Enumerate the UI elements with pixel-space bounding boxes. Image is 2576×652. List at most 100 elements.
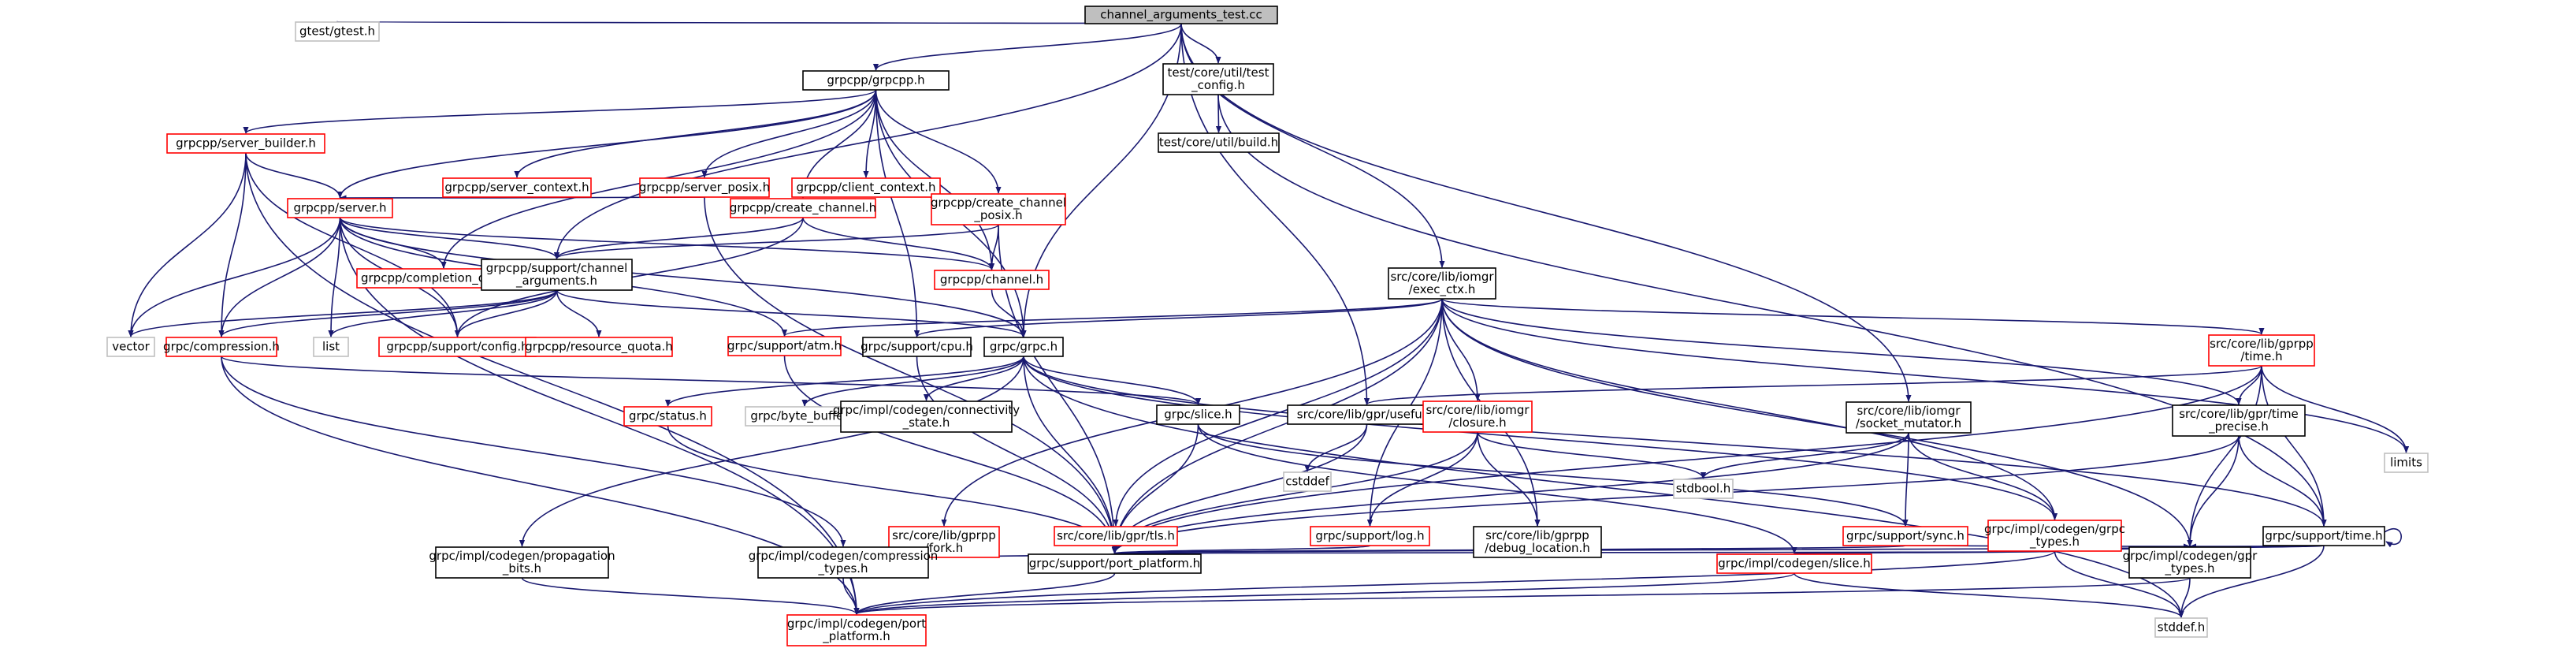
node-label: vector <box>112 340 150 354</box>
node-channel-arguments[interactable]: grpcpp/support/channel_arguments.h <box>481 259 633 291</box>
edge-testconfig-to-support_time <box>1217 94 2327 527</box>
node-box <box>106 337 155 357</box>
node-gprpp-time[interactable]: src/core/lib/gprpp/time.h <box>2208 334 2315 367</box>
node-cstddef[interactable]: cstddef <box>1283 471 1332 492</box>
node-label: grpc/support/port_platform.h <box>1029 557 1200 572</box>
edge-grpcpp-to-cpu <box>875 89 920 337</box>
edge-log-to-port_platform <box>1112 545 1371 554</box>
node-label: src/core/lib/iomgr <box>1426 403 1530 417</box>
node-label: grpc/compression.h <box>163 340 280 354</box>
node-closure[interactable]: src/core/lib/iomgr/closure.h <box>1422 401 1533 433</box>
node-cpu[interactable]: grpc/support/cpu.h <box>861 337 973 357</box>
node-client-context[interactable]: grpcpp/client_context.h <box>791 177 941 198</box>
node-tls[interactable]: src/core/lib/gpr/tls.h <box>1054 526 1178 546</box>
node-useful[interactable]: src/core/lib/gpr/useful.h <box>1287 404 1447 425</box>
file-nodes: channel_arguments_test.cc gtest/gtest.h gr… <box>106 6 2429 646</box>
node-comp-types[interactable]: grpc/impl/codegen/compression_types.h <box>749 546 939 579</box>
node-label: channel_arguments_test.cc <box>1100 8 1262 23</box>
node-label: _posix.h <box>973 208 1022 223</box>
node-grpc-h[interactable]: grpc/grpc.h <box>983 337 1064 357</box>
node-atm[interactable]: grpc/support/atm.h <box>727 336 842 356</box>
node-server-builder[interactable]: grpcpp/server_builder.h <box>166 133 325 154</box>
node-debug-location[interactable]: src/core/lib/gprpp/debug_location.h <box>1473 526 1602 558</box>
node-sync[interactable]: grpc/support/sync.h <box>1842 526 1968 546</box>
node-server-posix[interactable]: grpcpp/server_posix.h <box>639 177 770 198</box>
node-gtest[interactable]: gtest/gtest.h <box>295 21 380 42</box>
edge-channel_arguments-to-grpc_h <box>556 289 1027 337</box>
edge-support_time-to-support_time <box>2384 527 2402 548</box>
edge-server-to-grpc_h <box>339 217 1027 337</box>
node-box <box>1422 401 1533 433</box>
node-exec-ctx[interactable]: src/core/lib/iomgr/exec_ctx.h <box>1388 267 1496 300</box>
node-grpc-types[interactable]: grpc/impl/codegen/grpc_types.h <box>1984 520 2125 552</box>
node-box <box>2172 404 2306 437</box>
node-connectivity[interactable]: grpc/impl/codegen/connectivity_state.h <box>833 401 1020 433</box>
node-label: src/core/lib/iomgr <box>1390 270 1494 284</box>
node-port-platform[interactable]: grpc/support/port_platform.h <box>1028 553 1202 574</box>
edge-grpcpp-to-server_context <box>514 89 877 178</box>
node-grpcpp[interactable]: grpcpp/grpcpp.h <box>802 70 950 91</box>
node-codegen-slice[interactable]: grpc/impl/codegen/slice.h <box>1716 553 1872 574</box>
edge-server-to-channel_arguments <box>339 217 560 259</box>
node-support-time[interactable]: grpc/support/time.h <box>2262 526 2385 546</box>
node-codegen-port-platform[interactable]: grpc/impl/codegen/port_platform.h <box>786 614 927 646</box>
edge-root-to-gtest <box>336 20 1182 28</box>
node-label: _state.h <box>902 415 950 430</box>
node-testconfig[interactable]: test/core/util/test_config.h <box>1162 63 1274 95</box>
node-testbuild[interactable]: test/core/util/build.h <box>1158 132 1280 153</box>
node-create-channel[interactable]: grpcpp/create_channel.h <box>730 198 876 218</box>
node-server[interactable]: grpcpp/server.h <box>287 198 393 218</box>
node-label: grpc/support/cpu.h <box>861 340 973 354</box>
node-label: src/core/lib/gprpp <box>1485 528 1589 542</box>
edge-gprpp_time-to-limits <box>2261 365 2410 453</box>
node-box <box>313 337 349 357</box>
node-time-precise[interactable]: src/core/lib/gpr/time_precise.h <box>2172 404 2306 437</box>
node-resource-quota[interactable]: grpcpp/resource_quota.h <box>525 337 673 357</box>
edge-server_posix-to-port_platform <box>704 196 1118 554</box>
edge-server_builder-to-server <box>245 152 344 199</box>
node-slice[interactable]: grpc/slice.h <box>1156 404 1240 425</box>
edge-exec_ctx-to-tls <box>1113 298 1443 527</box>
node-label: grpcpp/grpcpp.h <box>827 73 924 88</box>
node-label: src/core/lib/iomgr <box>1857 404 1961 418</box>
edge-grpc_h-to-connectivity <box>923 356 1024 401</box>
node-channel[interactable]: grpcpp/channel.h <box>934 270 1050 290</box>
node-box <box>840 401 1013 433</box>
node-label: _config.h <box>1191 78 1245 93</box>
edge-atm-to-port_platform <box>783 355 1118 554</box>
edge-create_channel-to-channel <box>802 217 995 270</box>
edge-server-to-codegen_port_platform <box>339 217 860 615</box>
node-create-channel-posix[interactable]: grpcpp/create_channel_posix.h <box>931 193 1066 225</box>
edge-compression-to-comp_types <box>221 356 846 547</box>
node-label: grpc/impl/codegen/port <box>787 617 926 631</box>
node-label: src/core/lib/gpr/tls.h <box>1057 529 1175 543</box>
node-box <box>1158 132 1280 153</box>
node-label: /exec_ctx.h <box>1409 282 1476 297</box>
node-list[interactable]: list <box>313 337 349 357</box>
node-gpr-types[interactable]: grpc/impl/codegen/gpr_types.h <box>2123 546 2258 579</box>
edge-time_precise-to-gpr_types <box>2187 435 2240 547</box>
node-limits[interactable]: limits <box>2384 453 2429 473</box>
node-label: grpc/impl/codegen/connectivity <box>833 403 1020 417</box>
edge-root-to-testconfig <box>1180 23 1221 64</box>
node-label: grpcpp/server_posix.h <box>639 181 770 196</box>
node-compression[interactable]: grpc/compression.h <box>163 337 280 357</box>
node-label: test/core/util/test <box>1168 65 1269 80</box>
node-label: grpc/support/time.h <box>2265 529 2382 543</box>
edge-grpcpp-to-server <box>336 89 877 199</box>
node-stddef[interactable]: stddef.h <box>2154 617 2208 638</box>
node-socket-mutator[interactable]: src/core/lib/iomgr/socket_mutator.h <box>1846 401 1972 434</box>
edge-socket_mutator-to-sync <box>1902 432 1909 527</box>
node-support-config[interactable]: grpcpp/support/config.h <box>378 337 537 357</box>
node-root[interactable]: channel_arguments_test.cc <box>1084 6 1278 24</box>
node-server-context[interactable]: grpcpp/server_context.h <box>442 177 592 198</box>
node-label: gtest/gtest.h <box>299 24 375 39</box>
node-vector[interactable]: vector <box>106 337 155 357</box>
edge-create_channel-to-channel_arguments <box>553 217 804 259</box>
node-stdbool[interactable]: stdbool.h <box>1673 479 1734 499</box>
node-box <box>934 270 1050 290</box>
node-box <box>2384 453 2429 473</box>
node-propagation[interactable]: grpc/impl/codegen/propagation_bits.h <box>429 546 615 579</box>
node-status[interactable]: grpc/status.h <box>623 406 712 427</box>
node-log[interactable]: grpc/support/log.h <box>1310 526 1430 546</box>
